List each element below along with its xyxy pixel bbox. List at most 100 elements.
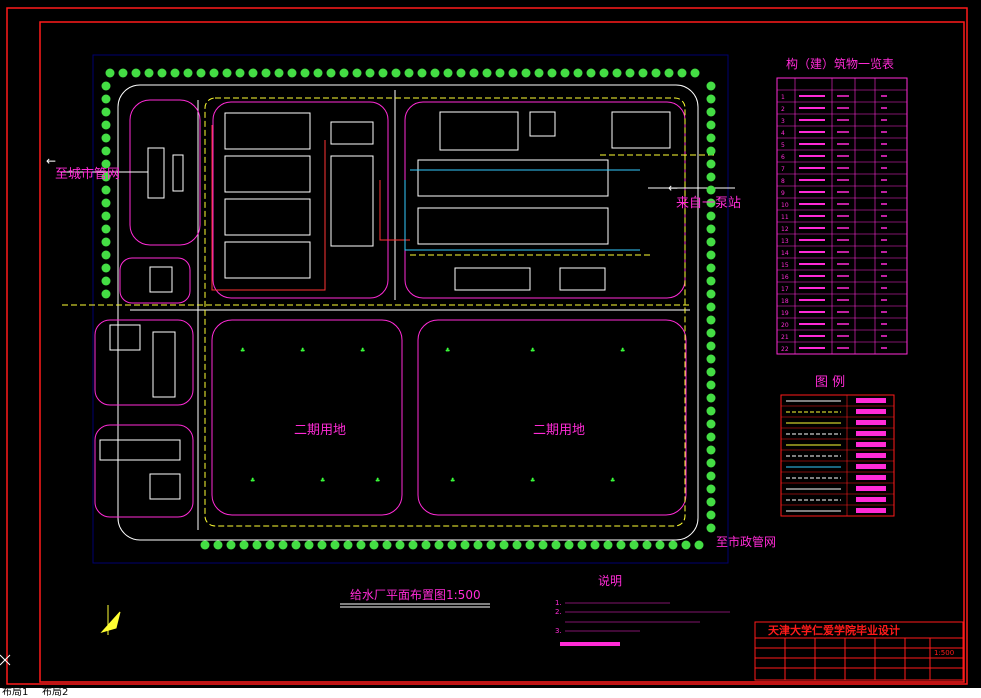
tree-icon: [339, 68, 349, 78]
svg-text:♣: ♣: [450, 477, 455, 484]
table-row-number: 22: [781, 346, 789, 353]
tree-icon: [248, 68, 258, 78]
legend-title: 图 例: [815, 375, 845, 390]
tree-icon: [706, 523, 716, 533]
tree-icon: [603, 540, 613, 550]
tree-icon: [196, 68, 206, 78]
tree-icon: [417, 68, 427, 78]
tree-icon: [706, 172, 716, 182]
tree-icon: [101, 289, 111, 299]
tree-icon: [655, 540, 665, 550]
tree-icon: [456, 68, 466, 78]
tree-icon: [590, 540, 600, 550]
tree-icon: [274, 68, 284, 78]
label-phase2-left: 二期用地: [294, 423, 346, 438]
tab-layout2[interactable]: 布局2: [42, 687, 69, 698]
road-network: [117, 84, 699, 541]
tree-icon: [706, 445, 716, 455]
tree-icon: [304, 540, 314, 550]
tree-icon: [547, 68, 557, 78]
table-row-number: 3: [781, 118, 785, 125]
tree-icon: [222, 68, 232, 78]
tree-icon: [330, 540, 340, 550]
tree-icon: [706, 419, 716, 429]
tree-icon: [408, 540, 418, 550]
legend-label: [856, 464, 886, 469]
tree-icon: [551, 540, 561, 550]
tree-icon: [706, 497, 716, 507]
tree-icon: [434, 540, 444, 550]
process-lines: [60, 125, 735, 291]
tree-icon: [706, 185, 716, 195]
tree-icon: [101, 198, 111, 208]
water-pipes: [62, 97, 715, 527]
legend-label: [856, 475, 886, 480]
label-to-city-pipe: 至城市管网: [55, 166, 120, 182]
tree-icon: [706, 302, 716, 312]
tree-icon: [343, 540, 353, 550]
legend-table: [780, 394, 895, 517]
tree-icon: [706, 406, 716, 416]
tree-icon: [352, 68, 362, 78]
tree-icon: [642, 540, 652, 550]
tree-icon: [706, 432, 716, 442]
svg-text:♣: ♣: [320, 477, 325, 484]
tree-icon: [706, 224, 716, 234]
table-row-number: 16: [781, 274, 789, 281]
building-footprints: [99, 111, 671, 500]
tree-icon: [612, 68, 622, 78]
tree-icon: [668, 540, 678, 550]
tree-icon: [101, 81, 111, 91]
tree-rows: [101, 68, 716, 550]
tree-icon: [101, 172, 111, 182]
legend-label: [856, 398, 886, 403]
legend-label: [856, 508, 886, 513]
tree-icon: [690, 68, 700, 78]
tree-icon: [512, 540, 522, 550]
tree-icon: [706, 250, 716, 260]
tree-icon: [706, 367, 716, 377]
legend-label: [856, 486, 886, 491]
tree-icon: [101, 159, 111, 169]
tree-icon: [499, 540, 509, 550]
tree-icon: [395, 540, 405, 550]
tree-icon: [495, 68, 505, 78]
svg-text:♣: ♣: [360, 347, 365, 354]
table-row-number: 18: [781, 298, 789, 305]
tree-icon: [486, 540, 496, 550]
svg-text:♣: ♣: [445, 347, 450, 354]
arrow-left-icon: ←: [668, 181, 678, 195]
legend-label: [856, 497, 886, 502]
table-row-number: 17: [781, 286, 789, 293]
table-row-number: 10: [781, 202, 789, 209]
svg-text:♣: ♣: [530, 347, 535, 354]
table-row-number: 7: [781, 166, 785, 173]
tab-layout1[interactable]: 布局1: [0, 687, 31, 698]
tree-icon: [706, 315, 716, 325]
tree-icon: [265, 540, 275, 550]
tree-icon: [382, 540, 392, 550]
tree-icon: [287, 68, 297, 78]
table-row-number: 11: [781, 214, 789, 221]
tree-icon: [261, 68, 271, 78]
north-arrow-icon: [100, 605, 121, 635]
tree-icon: [101, 276, 111, 286]
tree-icon: [706, 276, 716, 286]
notes-title: 说明: [598, 573, 622, 588]
tree-icon: [564, 540, 574, 550]
tree-icon: [101, 94, 111, 104]
tree-icon: [101, 146, 111, 156]
tree-icon: [183, 68, 193, 78]
tree-icon: [706, 354, 716, 364]
tree-icon: [101, 224, 111, 234]
buildings-table-title: 构（建）筑物一览表: [786, 56, 894, 71]
tree-icon: [525, 540, 535, 550]
tree-icon: [101, 107, 111, 117]
svg-text:♣: ♣: [610, 477, 615, 484]
tree-icon: [706, 341, 716, 351]
tree-icon: [101, 211, 111, 221]
tree-icon: [706, 198, 716, 208]
tree-icon: [538, 540, 548, 550]
tree-icon: [706, 471, 716, 481]
